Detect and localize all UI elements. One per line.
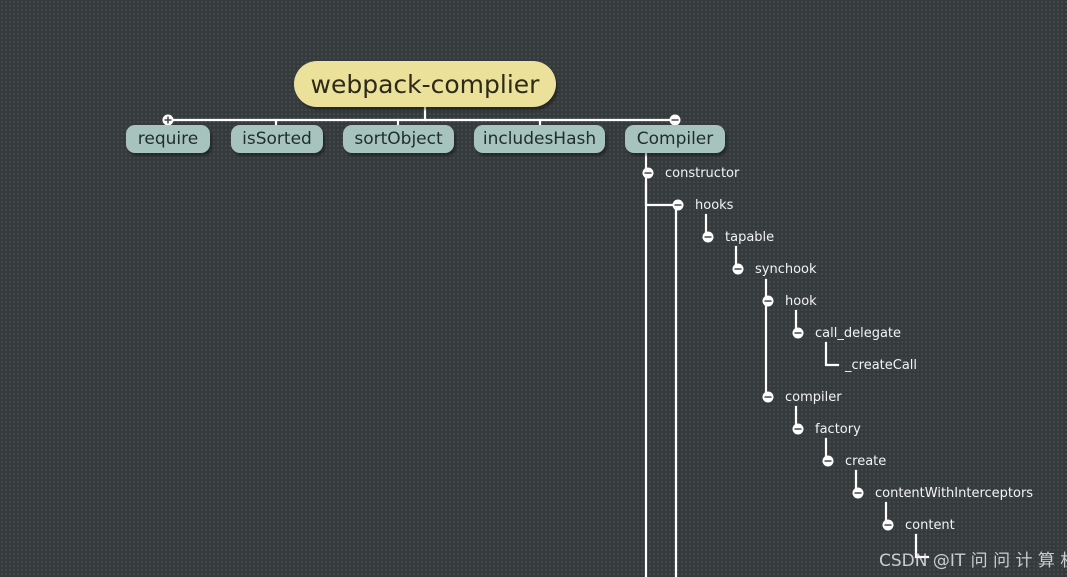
marker-contentwithinterceptors-minus-icon[interactable] — [852, 487, 864, 499]
csdn-watermark: CSDN @IT 问 问 计 算 机 — [879, 551, 1067, 571]
connector-content-child — [914, 533, 930, 559]
marker-factory-minus-icon[interactable] — [792, 423, 804, 435]
marker-create-minus-icon[interactable] — [822, 455, 834, 467]
subtopic-hooks[interactable]: hooks — [695, 198, 734, 213]
marker-hook-minus-icon[interactable] — [762, 295, 774, 307]
main-topic-require[interactable]: require — [126, 125, 210, 153]
main-topic-sortobject[interactable]: sortObject — [343, 125, 454, 153]
main-topic-includeshash[interactable]: includesHash — [474, 125, 605, 153]
subtopic-factory[interactable]: factory — [815, 422, 861, 437]
marker-content-minus-icon[interactable] — [882, 519, 894, 531]
marker-tapable-minus-icon[interactable] — [702, 231, 714, 243]
marker-require-plus-icon[interactable] — [162, 114, 174, 126]
marker-synchook-minus-icon[interactable] — [732, 263, 744, 275]
main-topic-compiler[interactable]: Compiler — [625, 125, 725, 153]
subtopic-content[interactable]: content — [905, 518, 955, 533]
connector-constructor-hooks — [644, 181, 678, 207]
subtopic-hook[interactable]: hook — [785, 294, 817, 309]
subtopic-constructor[interactable]: constructor — [665, 166, 740, 181]
root-topic-webpack-complier[interactable]: webpack-complier — [294, 61, 556, 107]
subtopic-create[interactable]: create — [845, 454, 887, 469]
main-topic-issorted[interactable]: isSorted — [231, 125, 323, 153]
marker-call-delegate-minus-icon[interactable] — [792, 327, 804, 339]
marker-hooks-minus-icon[interactable] — [672, 199, 684, 211]
marker-compiler-minus-icon[interactable] — [669, 114, 681, 126]
subtopic-call-delegate[interactable]: call_delegate — [815, 326, 902, 341]
subtopic-contentwithinterceptors[interactable]: contentWithInterceptors — [875, 486, 1034, 501]
subtopic-synchook[interactable]: synchook — [755, 262, 817, 277]
subtopic-tapable[interactable]: tapable — [725, 230, 775, 245]
marker-compiler-minus-icon[interactable] — [762, 391, 774, 403]
subtopic-createcall[interactable]: _createCall — [845, 358, 918, 373]
subtopic-compiler[interactable]: compiler — [785, 390, 842, 405]
connector-calldelegate-createcall — [824, 341, 840, 367]
marker-constructor-minus-icon[interactable] — [642, 167, 654, 179]
